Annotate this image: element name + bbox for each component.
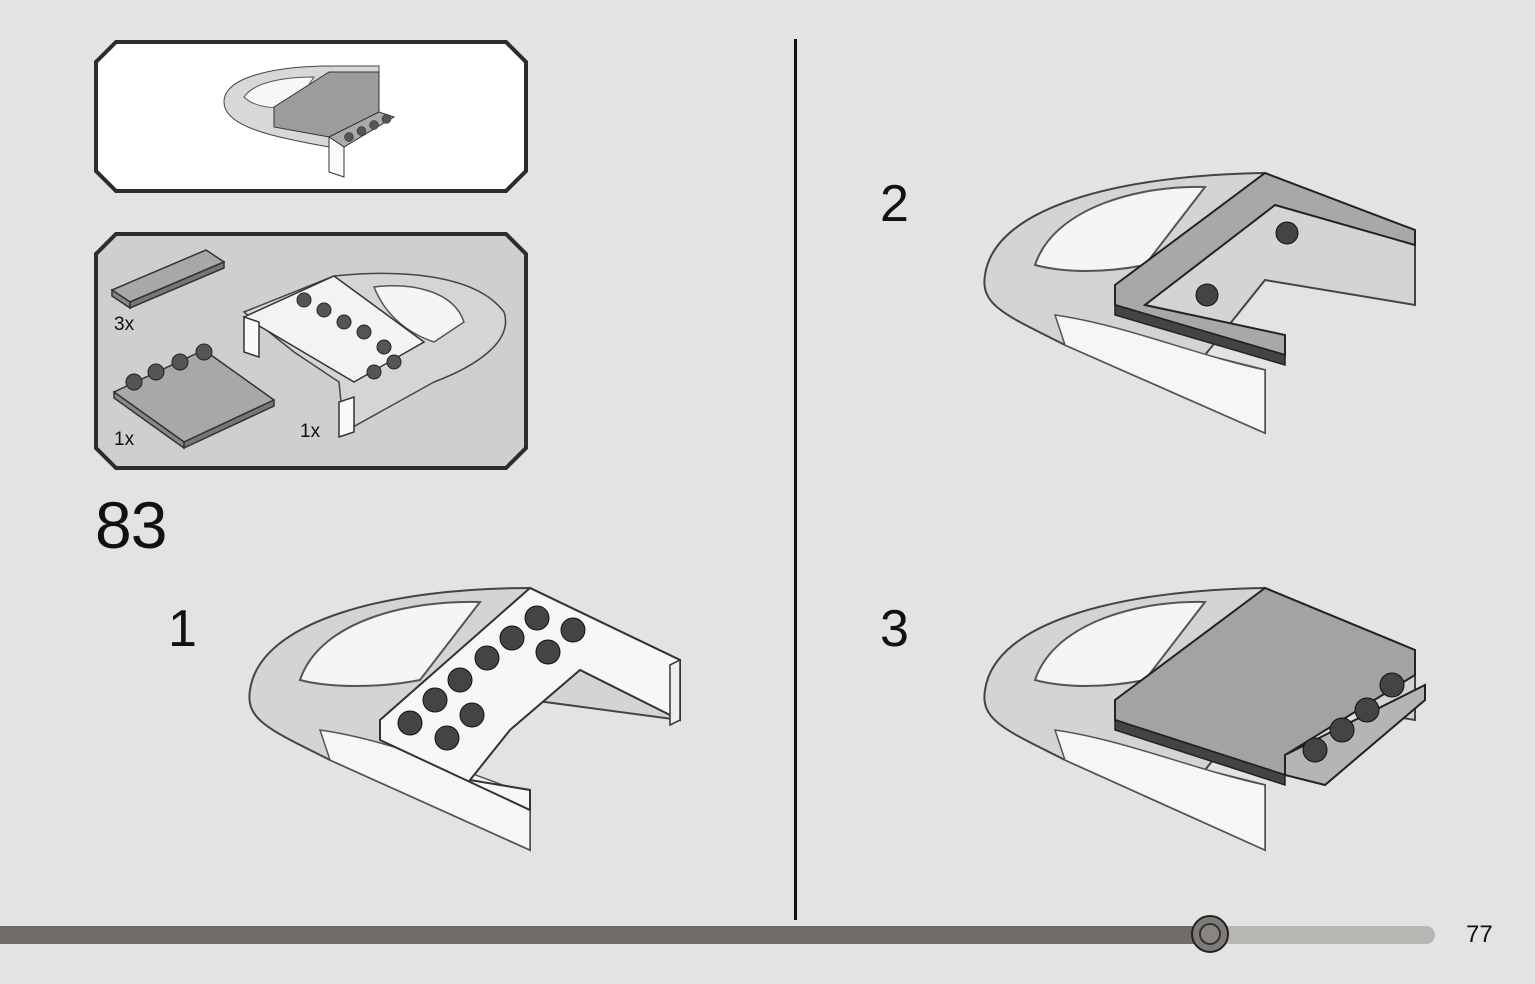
substep-3-illustration xyxy=(975,580,1435,865)
progress-knob xyxy=(1191,915,1229,953)
part-qty-canopy: 1x xyxy=(300,421,321,442)
part-qty-plate: 1x xyxy=(114,429,135,450)
parts-list-callout xyxy=(94,232,528,470)
page-number: 77 xyxy=(1466,921,1493,948)
substep-1-illustration xyxy=(240,580,690,865)
column-divider xyxy=(794,39,797,920)
substep-2-label: 2 xyxy=(880,175,909,233)
model-preview-callout xyxy=(94,40,528,193)
progress-fill xyxy=(0,926,1210,944)
substep-2-illustration xyxy=(975,165,1425,445)
part-qty-tile: 3x xyxy=(114,314,135,335)
substep-1-label: 1 xyxy=(168,600,197,658)
substep-3-label: 3 xyxy=(880,600,909,658)
step-number: 83 xyxy=(95,488,167,562)
